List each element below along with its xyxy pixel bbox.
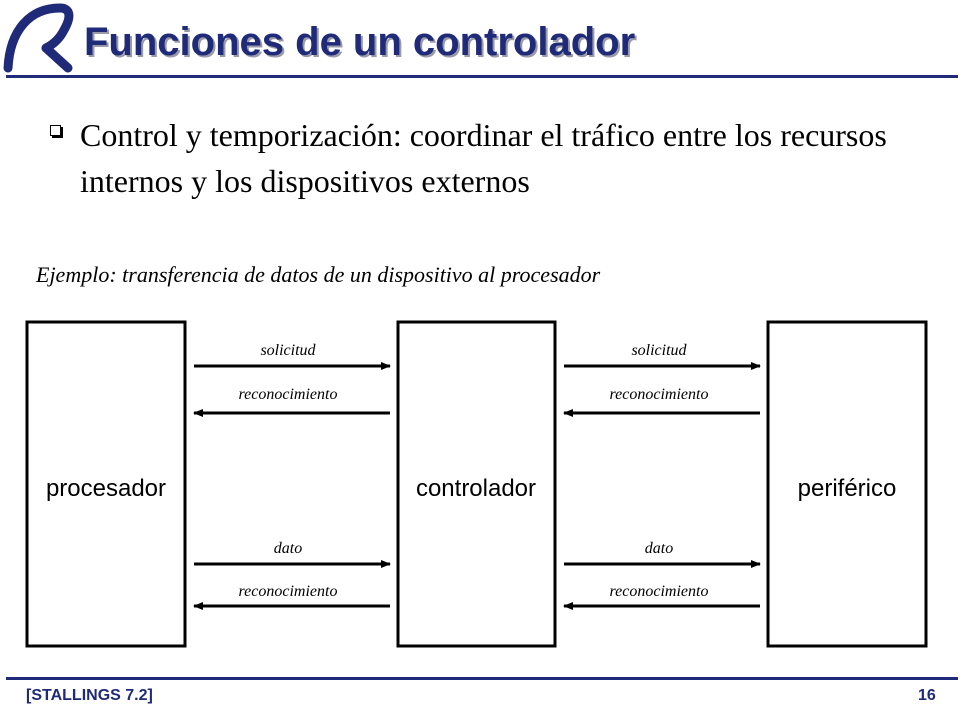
ack-label-right-bottom: reconocimiento	[610, 583, 709, 600]
bullet-text: Control y temporización: coordinar el tr…	[80, 117, 887, 199]
title-divider	[6, 75, 958, 78]
data-label-right: dato	[645, 540, 673, 557]
ack-label-left-top: reconocimiento	[239, 386, 338, 403]
footer-reference: [STALLINGS 7.2]	[26, 687, 153, 704]
peripheral-box	[766, 320, 928, 648]
request-label-left: solicitud	[260, 342, 316, 359]
data-label-left: dato	[274, 540, 302, 557]
peripheral-label: periférico	[798, 475, 897, 502]
processor-box	[25, 320, 187, 648]
ack-label-left-bottom: reconocimiento	[239, 583, 338, 600]
example-caption: Ejemplo: transferencia de datos de un di…	[36, 262, 601, 287]
processor-label: procesador	[46, 475, 166, 502]
footer-divider	[6, 677, 958, 680]
controller-label: controlador	[416, 475, 536, 502]
bullet-icon	[50, 125, 61, 136]
slide-title: Funciones de un controlador	[84, 20, 636, 64]
page-number: 16	[918, 687, 936, 704]
controller-box	[396, 320, 557, 648]
request-label-right: solicitud	[631, 342, 687, 359]
ack-label-right-top: reconocimiento	[610, 386, 709, 403]
logo-icon	[3, 3, 74, 73]
